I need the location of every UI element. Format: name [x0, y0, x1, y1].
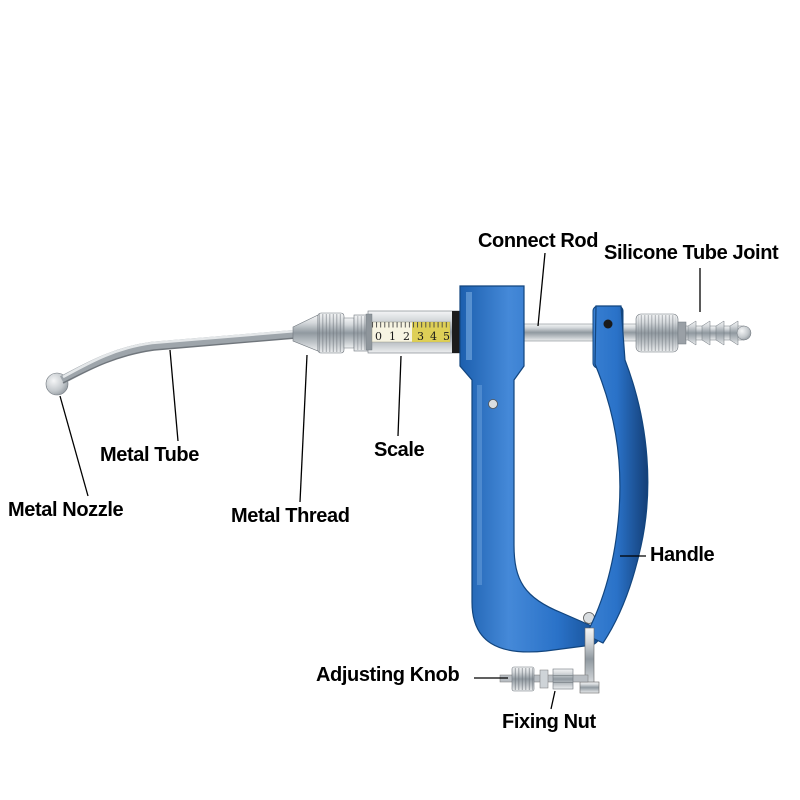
scale-number-5: 5: [443, 330, 450, 343]
pivot-bolt-icon: [603, 319, 613, 329]
handle-graphic: [579, 305, 649, 694]
label-handle: Handle: [650, 544, 715, 566]
scale-number-4: 4: [430, 330, 437, 343]
scale-numbers: 0 1 2 3 4 5: [375, 330, 450, 343]
leader-line-scale: [397, 355, 402, 437]
leader-line-fixing-nut: [550, 690, 556, 710]
scale-number-1: 1: [389, 330, 396, 343]
body-screw-icon: [488, 399, 498, 409]
label-fixing-nut: Fixing Nut: [502, 711, 596, 733]
leader-line-metal-tube: [169, 349, 179, 442]
leader-line-metal-thread: [299, 354, 308, 503]
label-scale: Scale: [374, 439, 425, 461]
label-connect-rod: Connect Rod: [478, 230, 599, 252]
leader-line-metal-nozzle: [59, 395, 89, 497]
leader-line-connect-rod: [537, 252, 546, 327]
silicone-tube-joint-graphic: [635, 313, 752, 353]
scale-number-0: 0: [375, 330, 382, 343]
metal-thread-graphic: [292, 312, 371, 354]
adjusting-mechanism-graphic: [499, 666, 589, 692]
scale-number-2: 2: [403, 330, 410, 343]
label-silicone-tube-joint: Silicone Tube Joint: [604, 242, 779, 264]
leader-lines: [59, 252, 701, 710]
metal-tube-graphic: [59, 329, 297, 384]
label-metal-tube: Metal Tube: [100, 444, 199, 466]
scale-number-3: 3: [417, 330, 424, 343]
pin-nut-graphic: [579, 681, 600, 694]
label-adjusting-knob: Adjusting Knob: [316, 664, 460, 686]
label-metal-thread: Metal Thread: [231, 505, 350, 527]
label-metal-nozzle: Metal Nozzle: [8, 499, 124, 521]
scale-barrel-graphic: 0 1 2 3 4 5: [365, 310, 463, 354]
fixing-nut-graphic: [552, 668, 574, 690]
